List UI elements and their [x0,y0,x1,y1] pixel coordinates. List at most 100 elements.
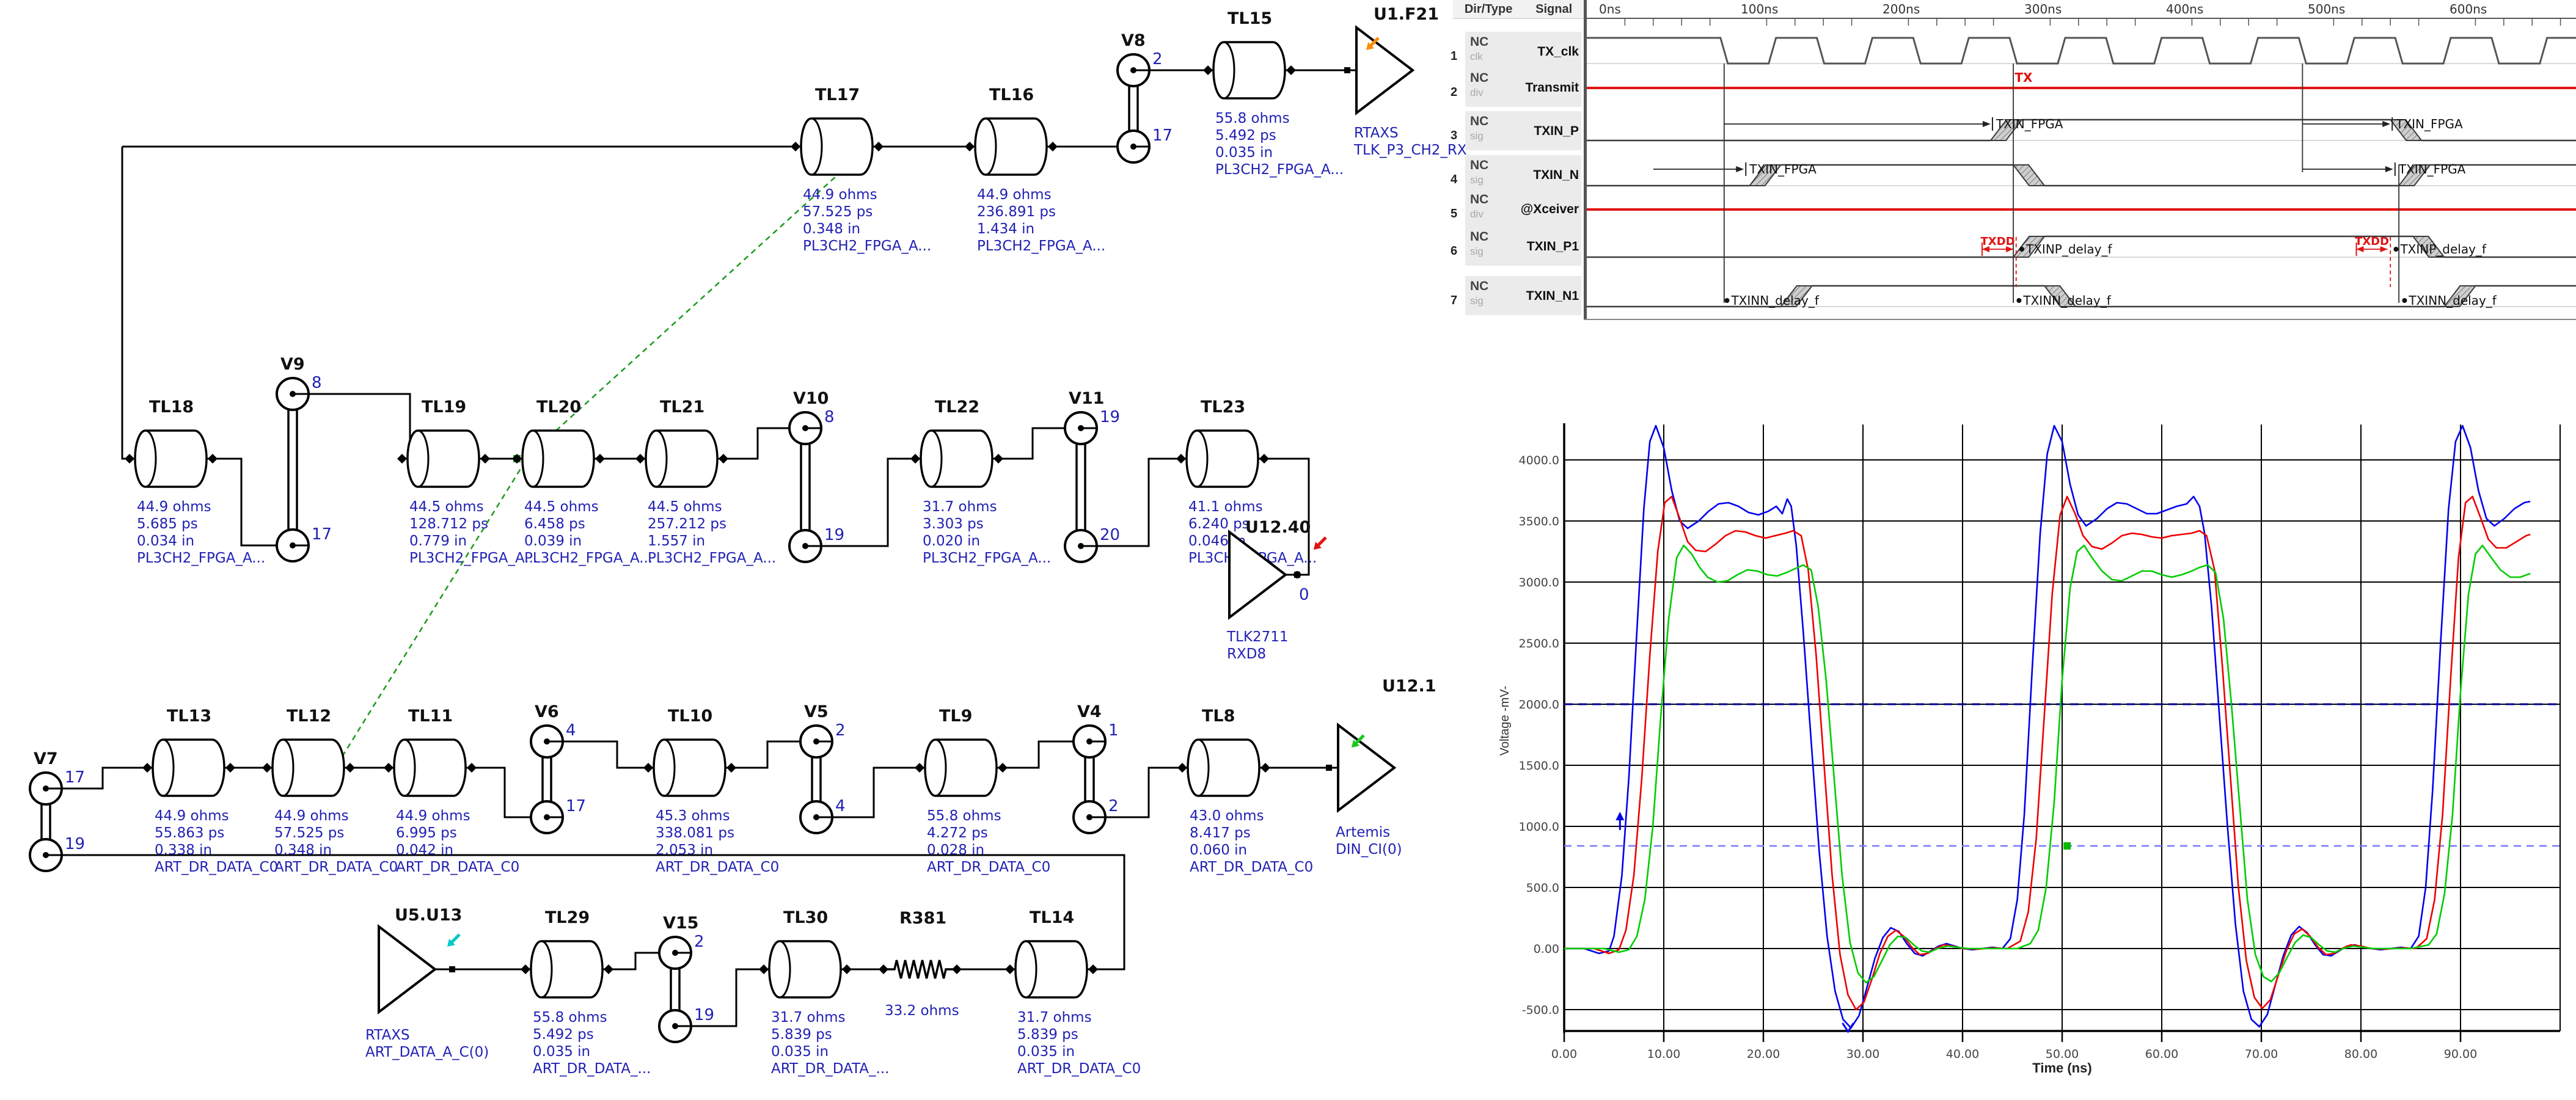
probe-arrow-icon [1366,42,1374,50]
via-name: V8 [1121,31,1146,50]
y-axis-label: Voltage -mV- [1498,685,1512,756]
terminal [842,964,852,974]
tl-prop: ART_DR_DATA_C0 [1190,859,1313,875]
timing-signal-name[interactable]: TXIN_P [1534,124,1579,138]
ruler-tick-label: 0ns [1599,2,1621,16]
transition-region [2043,285,2077,307]
tl-prop: 44.5 ohms [524,499,599,515]
timing-signal-name[interactable]: TXIN_P1 [1526,239,1579,253]
tl-prop: 44.9 ohms [803,187,877,203]
terminal [521,964,530,974]
tl-end-cap [645,429,668,488]
terminal [879,964,888,974]
terminal [915,763,924,773]
tl-prop: 338.081 ps [656,825,734,841]
via-pin-number: 19 [694,1006,714,1024]
terminal [125,454,134,464]
x-tick-label: 20.00 [1747,1047,1780,1061]
tl-prop: 31.7 ohms [1017,1010,1092,1025]
terminal [1326,765,1332,771]
terminal [449,966,455,972]
delay-dot [2019,247,2024,252]
transmission-line-body [974,117,1048,176]
y-tick-label: -500.0 [1522,1003,1559,1017]
timing-signal-name[interactable]: Transmit [1525,81,1579,95]
wire [121,147,130,460]
tl-name: TL9 [939,707,972,726]
tl-prop: 55.8 ohms [927,808,1001,824]
via-pin-number: 17 [312,525,332,544]
wire [472,767,531,818]
timing-signal-type: div [1470,208,1484,220]
tl-end-cap [768,940,791,999]
junction-dot [1293,571,1301,578]
tl-name: TL22 [935,398,979,417]
probe-marker-icon [1842,1022,1854,1033]
terminal [643,763,653,773]
timing-signal-name[interactable]: @Xceiver [1520,202,1579,216]
tl-name: TL11 [408,707,453,726]
tl-prop: 5.492 ps [1215,128,1276,144]
buffer-model-label: ART_DATA_A_C(0) [365,1044,489,1060]
terminal [965,142,975,151]
column-dir-type: Dir/Type [1464,2,1513,16]
wire [1105,767,1182,818]
terminal [1344,67,1350,73]
arrowhead-icon [2382,121,2391,127]
timing-signal-name[interactable]: TXIN_N1 [1526,289,1579,303]
timing-row [1465,155,1581,194]
wire [723,427,789,460]
tl-prop: 6.458 ps [524,516,585,532]
wire [821,457,915,547]
via-pin-number: 2 [1108,797,1119,815]
tl-prop: 5.685 ps [137,516,198,532]
tl-prop: 55.863 ps [155,825,224,841]
tl-prop: 236.891 ps [977,204,1056,220]
tl-name: TL15 [1228,9,1272,28]
tl-prop: ART_DR_DATA_C0 [274,859,398,875]
via-name: V7 [34,749,58,768]
via-pin-number: 8 [312,374,322,392]
transmission-line-body [924,738,998,797]
probe-arrow-icon [1314,542,1322,550]
resistor-value: 33.2 ohms [885,1003,959,1019]
tl-prop: PL3CH2_FPGA_A... [977,238,1105,254]
via-name: V11 [1069,389,1104,408]
timing-signal-name[interactable]: TXIN_N [1533,168,1579,182]
terminal [1261,763,1270,773]
tl-name: TL12 [287,707,331,726]
wire [62,767,147,790]
ic-buffer [1337,722,1397,814]
x-tick-label: 70.00 [2245,1047,2278,1061]
ruler-tick-label: 300ns [2024,2,2062,16]
terminal [952,964,962,974]
delay-dot [2016,298,2022,303]
tl-name: TL14 [1030,908,1074,927]
panel-divider [1584,0,1587,319]
delay-annotation-label: TXINN_delay_f [2408,293,2497,308]
transmission-line-body [1187,738,1261,797]
clock-waveform [1587,37,2576,65]
wire [731,740,800,769]
terminal [208,454,218,464]
tl-prop: 5.839 ps [771,1027,832,1043]
terminal [1177,763,1187,773]
tl-prop: 128.712 ps [409,516,488,532]
timing-bg [1584,0,2576,321]
ruler-tick-label: 600ns [2450,2,2487,16]
terminal [759,964,769,974]
wire [62,854,1125,971]
timing-dir-type: NC [1470,158,1489,172]
x-tick-label: 50.00 [2046,1047,2079,1061]
via-pin-number: 17 [65,768,85,787]
txdd-label: TXDD [1981,235,2015,248]
timing-dir-type: NC [1470,71,1489,85]
timing-table-header: Dir/Type Signal [1453,0,1584,19]
tl-prop: 5.839 ps [1017,1027,1078,1043]
y-tick-label: 3500.0 [1519,515,1559,528]
timing-signal-name[interactable]: TX_clk [1537,45,1579,59]
via-pin-number: 17 [566,797,586,815]
